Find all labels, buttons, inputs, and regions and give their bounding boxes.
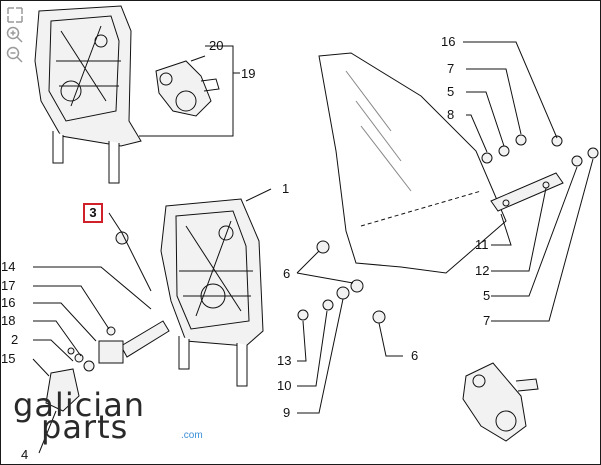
part-label-8: 8: [447, 107, 454, 122]
leader-lines: [32, 41, 594, 454]
part-label-2: 2: [11, 332, 18, 347]
part-label-20: 20: [209, 38, 223, 53]
part-label-16-left: 16: [1, 295, 15, 310]
regulator-motor-top: [155, 60, 220, 117]
part-label-15: 15: [1, 351, 15, 366]
part-label-11: 11: [475, 237, 489, 252]
part-label-16-right: 16: [441, 34, 455, 49]
part-label-19: 19: [241, 66, 255, 81]
part-label-5-bottom: 5: [483, 288, 490, 303]
window-regulator-assembly-top: [34, 5, 142, 184]
part-label-4: 4: [21, 447, 28, 462]
watermark-line1: galician: [13, 386, 146, 424]
watermark-domain: .com: [181, 430, 203, 441]
expand-icon[interactable]: [5, 5, 25, 25]
part-label-9: 9: [283, 405, 290, 420]
part-label-1: 1: [282, 181, 289, 196]
part-callout-3[interactable]: 3: [83, 203, 103, 223]
zoom-out-icon[interactable]: [5, 45, 25, 65]
zoom-in-icon[interactable]: [5, 25, 25, 45]
fasteners: [115, 134, 599, 324]
part-label-6-right: 6: [411, 348, 418, 363]
part-label-18: 18: [1, 313, 15, 328]
part-label-7-bottom: 7: [483, 313, 490, 328]
part-label-5-top: 5: [447, 84, 454, 99]
door-glass: [318, 52, 507, 274]
part-label-17: 17: [1, 278, 15, 293]
part-label-12: 12: [475, 263, 489, 278]
window-regulator-assembly-main: [160, 198, 264, 387]
part-label-7-top: 7: [447, 61, 454, 76]
part-labels: 20 19 1 14 17 16 18 2 15 4 16 7 5 8 6 11…: [1, 34, 490, 462]
watermark-line2: parts: [41, 408, 129, 446]
part-label-14: 14: [1, 259, 15, 274]
toolbar: [5, 5, 29, 65]
watermark-logo: galician parts .com: [13, 386, 213, 446]
part-label-10: 10: [277, 378, 291, 393]
glass-rail: [490, 172, 564, 212]
part-label-13: 13: [277, 353, 291, 368]
part-label-6-left: 6: [283, 266, 290, 281]
regulator-motor-bottom: [462, 362, 539, 442]
